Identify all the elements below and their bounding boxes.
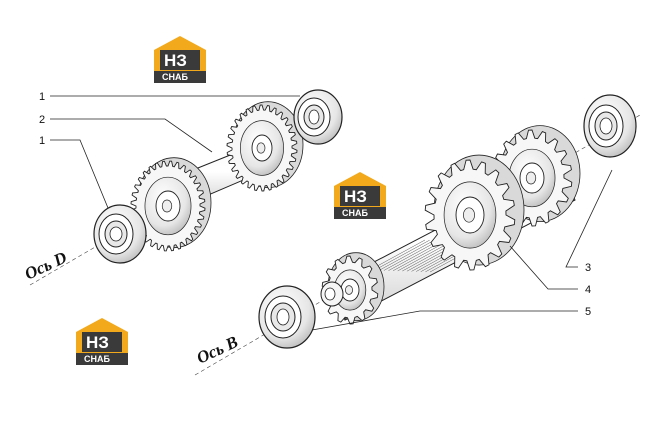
leader-3	[565, 169, 613, 268]
leader-2	[50, 118, 213, 153]
logo-top-sub: СНАБ	[162, 72, 188, 82]
bearing-lower-right	[583, 94, 637, 158]
callout-1-left: 1	[39, 135, 45, 147]
leader-4	[509, 245, 578, 290]
logo-middle-main: НЗ	[344, 187, 367, 206]
axis-b-label: Ось B	[194, 332, 241, 367]
gear-upper-rear	[226, 101, 304, 192]
axis-d-label: Ось D	[22, 248, 70, 284]
logo-top-main: НЗ	[164, 51, 187, 70]
logo-bottom: НЗ СНАБ	[76, 318, 128, 365]
logo-bottom-main: НЗ	[86, 333, 109, 352]
bearing-lower-left	[258, 285, 316, 349]
logo-top: НЗ СНАБ	[154, 36, 206, 83]
shaft-lower-nose	[320, 281, 344, 307]
callout-1-top: 1	[39, 91, 45, 103]
leader-5	[311, 310, 578, 331]
logo-bottom-sub: СНАБ	[84, 354, 110, 364]
callout-2: 2	[39, 114, 45, 126]
logo-middle: НЗ СНАБ	[334, 172, 386, 219]
callout-3: 3	[585, 262, 591, 274]
leader-lines	[50, 95, 613, 331]
callout-5: 5	[585, 306, 591, 318]
gear-lower-front	[321, 252, 385, 325]
leader-1-left	[50, 139, 109, 209]
callout-4: 4	[585, 284, 591, 296]
logo-middle-sub: СНАБ	[342, 208, 368, 218]
bearing-upper-right	[293, 89, 343, 145]
gear-lower-mid	[424, 154, 525, 271]
bearing-upper-left	[93, 204, 147, 264]
gear-upper-front	[130, 157, 212, 252]
